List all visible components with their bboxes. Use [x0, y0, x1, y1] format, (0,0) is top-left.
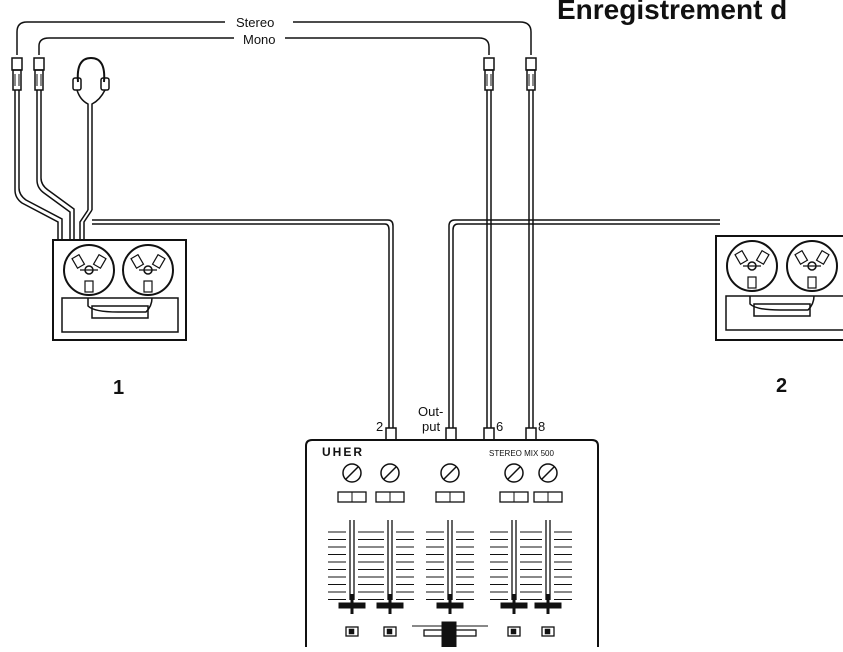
channel-button-led [510, 628, 517, 635]
knob-pointer [443, 466, 457, 480]
jack-label-2: 2 [376, 419, 383, 434]
mixer-jacks [385, 427, 537, 441]
plug-icon [33, 57, 45, 91]
jack-label-output-top: Out- [418, 404, 443, 419]
cable-plugs-to-mixer [486, 90, 534, 428]
mono-label: Mono [243, 32, 276, 47]
channel-button [541, 626, 555, 637]
knob-pointer [507, 466, 521, 480]
channel-button [507, 626, 521, 637]
mixer-model: STEREO MIX 500 [489, 449, 554, 458]
stereo-mixer: UHER STEREO MIX 500 [305, 439, 599, 648]
knob-pointer [383, 466, 397, 480]
knob-icon [440, 463, 460, 483]
knob-icon [380, 463, 400, 483]
stereo-label: Stereo [236, 15, 274, 30]
cable-rec2-to-output [448, 219, 720, 428]
jack-label-output-bottom: put [422, 419, 440, 434]
reel-icon [63, 244, 115, 296]
plug-icon [525, 57, 537, 91]
plug-icon [483, 57, 495, 91]
headphones-icon [72, 56, 110, 210]
channel-button-led [348, 628, 355, 635]
channel-button [383, 626, 397, 637]
knob-icon [504, 463, 524, 483]
mixer-brand: UHER [322, 445, 364, 459]
tape-recorder-2 [715, 235, 843, 341]
plug-icon [11, 57, 23, 91]
knob-pointer [541, 466, 555, 480]
channel-button-led [386, 628, 393, 635]
reel-icon [786, 240, 838, 292]
left-cables [14, 90, 93, 240]
knob-icon [342, 463, 362, 483]
tape-recorder-1 [52, 239, 187, 341]
recorder-2-label: 2 [776, 375, 787, 397]
channel-button-led [544, 628, 551, 635]
recorder-1-label: 1 [113, 377, 124, 399]
jack-label-8: 8 [538, 419, 545, 434]
stereo-cable-bracket: Stereo [16, 15, 532, 55]
jack-label-6: 6 [496, 419, 503, 434]
reel-icon [122, 244, 174, 296]
reel-icon [726, 240, 778, 292]
knob-pointer [345, 466, 359, 480]
knob-icon [538, 463, 558, 483]
cable-rec1-to-mixer [92, 219, 394, 428]
mono-cable-bracket: Mono [38, 32, 490, 55]
channel-button [345, 626, 359, 637]
page-title: Enregistrement d [557, 0, 788, 25]
